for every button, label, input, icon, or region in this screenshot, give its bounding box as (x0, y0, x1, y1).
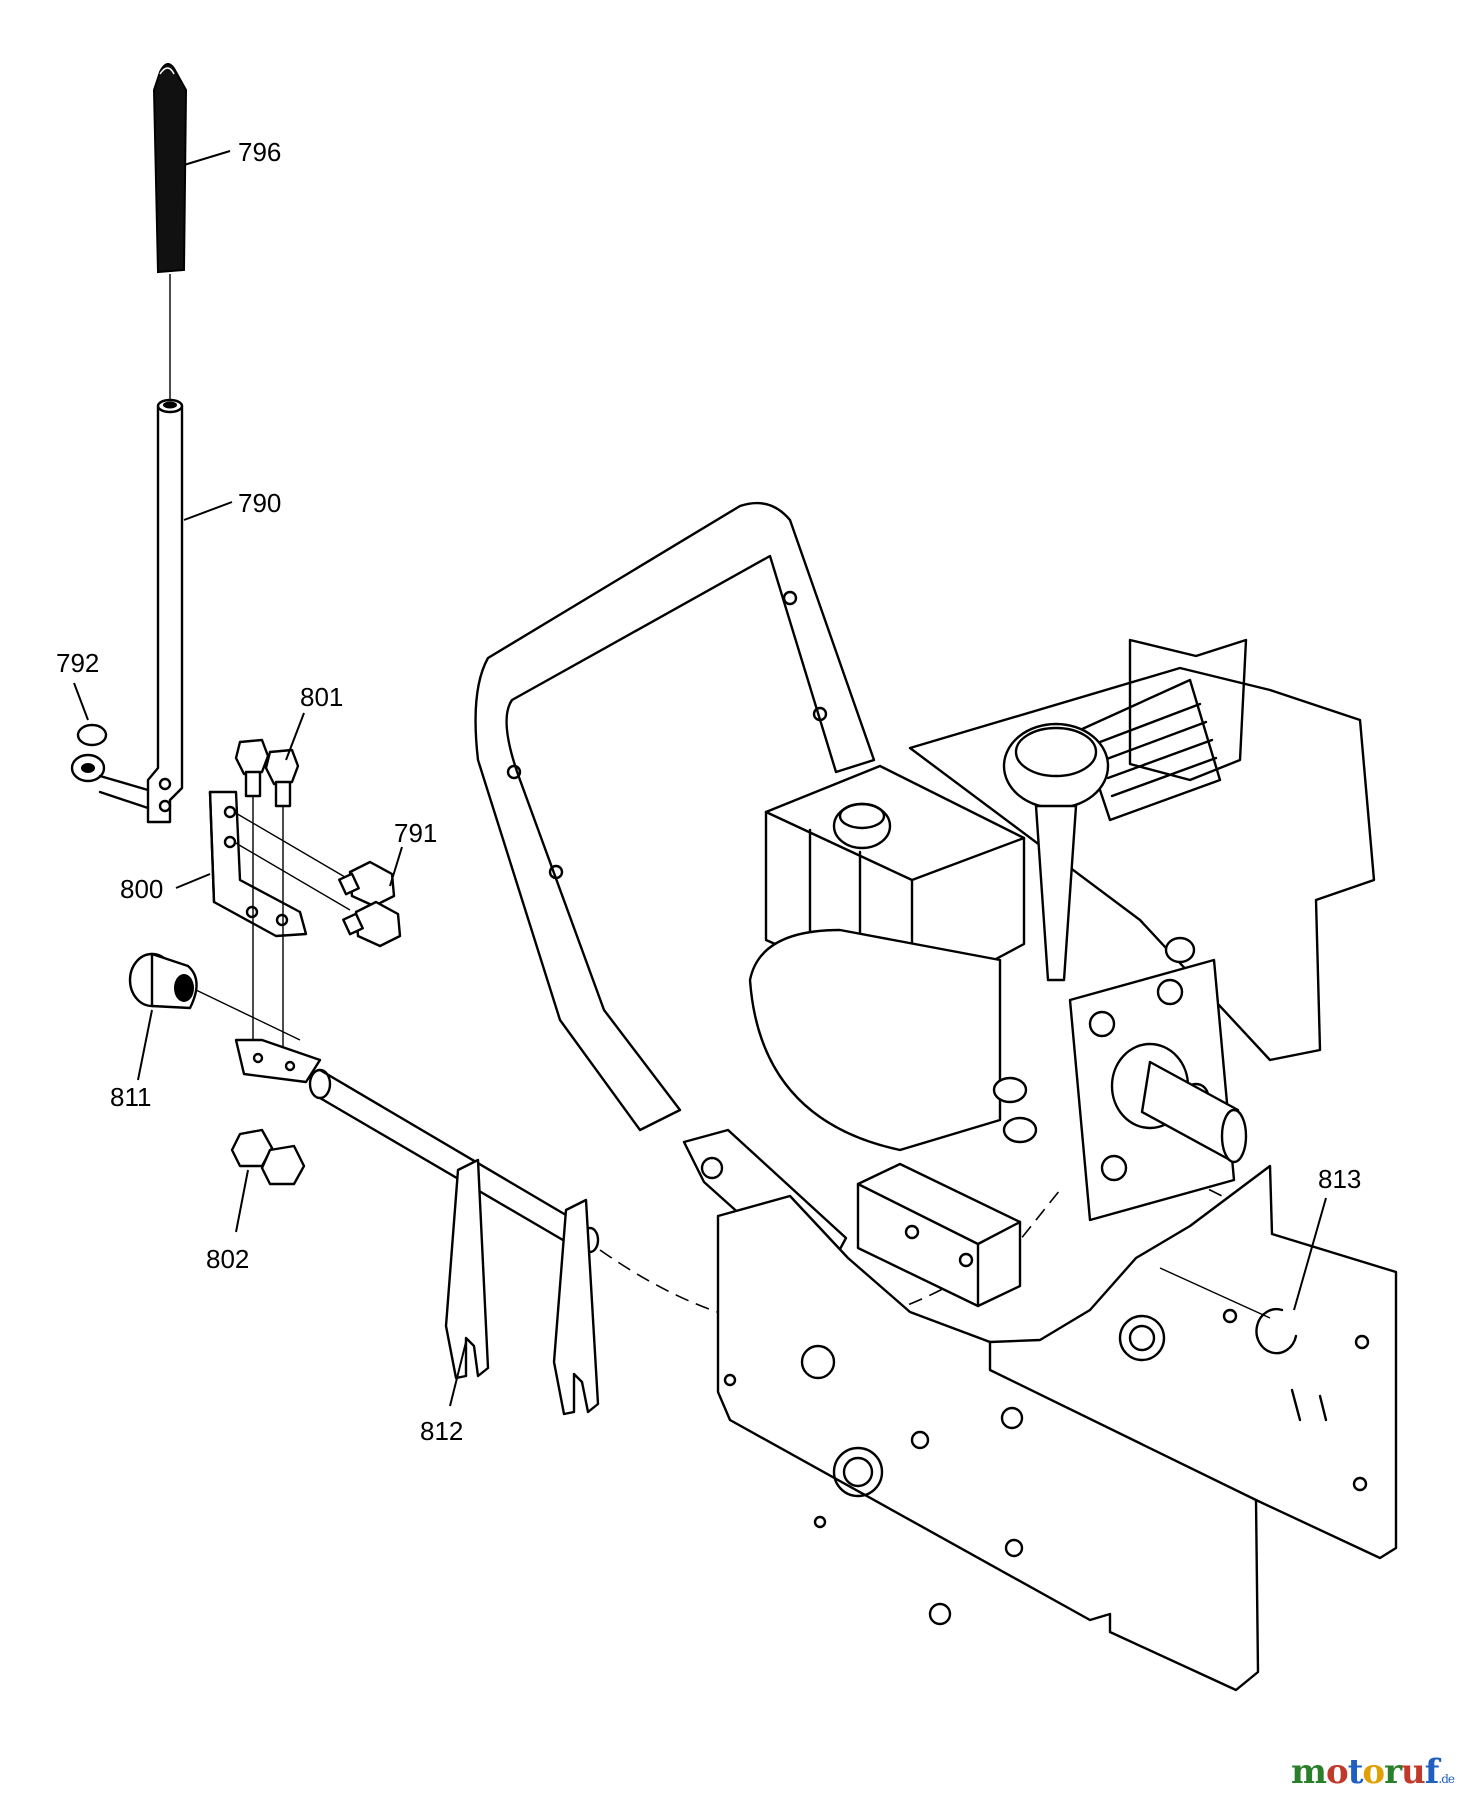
label-800: 800 (120, 874, 164, 904)
part-801-bolts (234, 738, 300, 1080)
watermark-letter: t (1347, 1752, 1364, 1792)
label-790: 790 (238, 488, 282, 518)
frame-plate (716, 1164, 1398, 1692)
part-813-retaining-ring (1159, 1267, 1298, 1355)
part-792-bushing (70, 723, 150, 810)
watermark-letter: o (1362, 1752, 1385, 1792)
label-812: 812 (420, 1416, 464, 1446)
label-813: 813 (1318, 1164, 1362, 1194)
part-790-shift-rod (146, 398, 184, 824)
watermark-letter: m (1291, 1752, 1327, 1792)
part-800-bracket (208, 790, 351, 938)
watermark-letter: f (1424, 1752, 1440, 1792)
leader-lines (73, 150, 1327, 1407)
label-791: 791 (394, 818, 438, 848)
engine (748, 638, 1376, 1222)
handlebar-frame (474, 501, 876, 1132)
part-812-forks (444, 1158, 600, 1416)
label-801: 801 (300, 682, 344, 712)
part-lower-plate (234, 1038, 322, 1084)
label-802: 802 (206, 1244, 250, 1274)
part-811-bushing (128, 952, 301, 1041)
part-791-bolts (338, 860, 402, 948)
watermark-letter: r (1384, 1752, 1402, 1792)
label-792: 792 (56, 648, 100, 678)
label-796: 796 (238, 137, 282, 167)
mount-block (856, 1162, 1022, 1308)
part-802-nuts (230, 1128, 306, 1186)
label-811: 811 (110, 1082, 152, 1112)
watermark-logo: motoruf.de (1291, 1752, 1455, 1792)
part-796-handle-grip (152, 63, 188, 400)
watermark-suffix: .de (1438, 1772, 1455, 1786)
watermark-letter: u (1401, 1752, 1426, 1792)
watermark-letter: o (1326, 1752, 1349, 1792)
